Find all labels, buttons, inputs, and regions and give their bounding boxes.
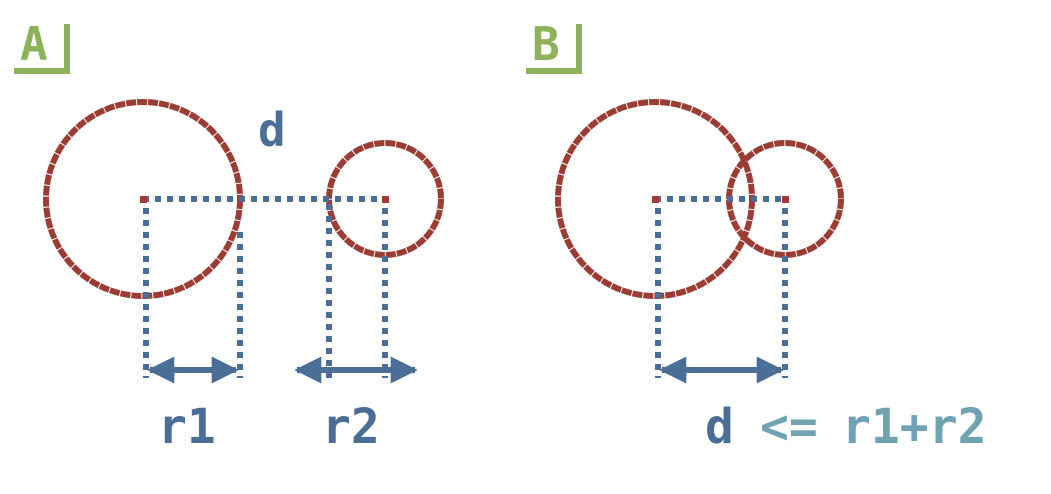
panel-a-label-bracket bbox=[14, 24, 70, 74]
panel-b: B d <= r1+r2 bbox=[526, 17, 987, 455]
panel-b-formula: r1+r2 bbox=[842, 399, 987, 455]
panel-b-distance-label: d bbox=[705, 399, 734, 455]
panel-b-center-1 bbox=[652, 196, 659, 203]
panel-a-center-1 bbox=[140, 196, 147, 203]
panel-a-r2-label: r2 bbox=[322, 399, 380, 455]
panel-b-label-bracket bbox=[526, 24, 582, 74]
panel-a: A d r1 r2 bbox=[14, 17, 444, 455]
panel-b-relation: <= bbox=[760, 399, 818, 455]
panel-a-distance-label: d bbox=[258, 103, 286, 157]
panel-b-center-2 bbox=[782, 196, 789, 203]
panel-b-label: B bbox=[532, 17, 560, 71]
panel-a-small-circle bbox=[326, 140, 444, 258]
panel-b-small-circle bbox=[726, 140, 844, 258]
panel-a-center-2 bbox=[382, 196, 389, 203]
panel-a-label: A bbox=[20, 17, 48, 71]
panel-a-r1-label: r1 bbox=[158, 399, 216, 455]
